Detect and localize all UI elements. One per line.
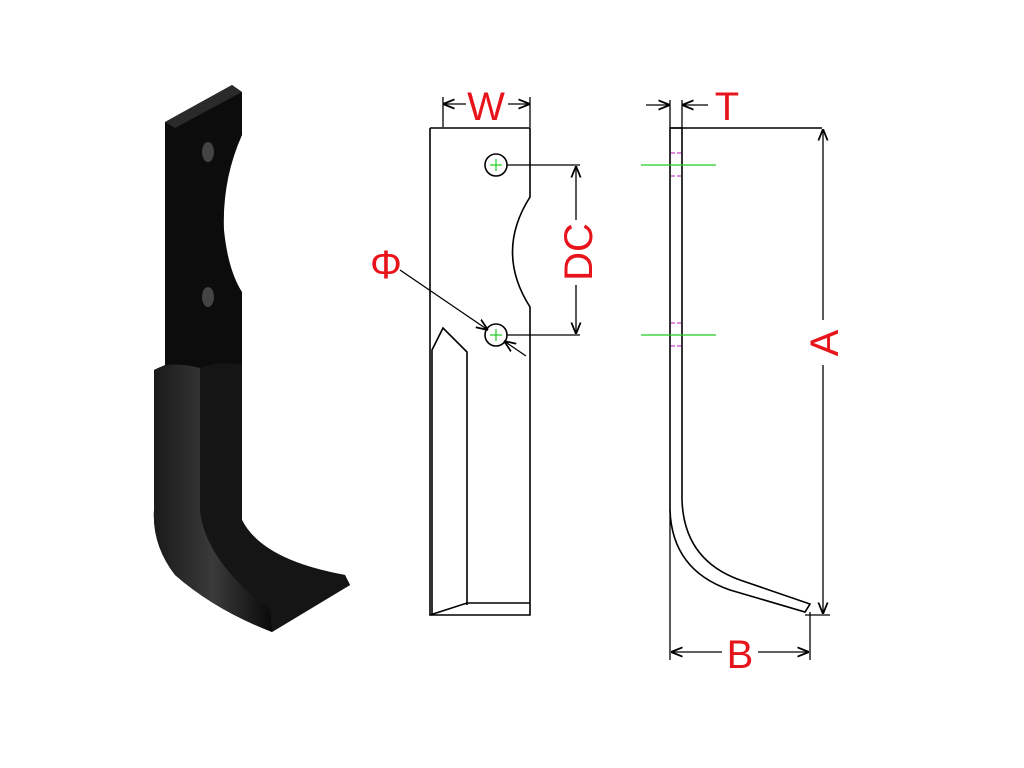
blade-side-view: T A B <box>641 85 847 677</box>
blade-front-view: W DC Φ <box>370 85 601 616</box>
thickness-label: T <box>715 85 739 129</box>
mounting-hole-icon <box>202 142 214 162</box>
mounting-hole-icon <box>202 287 214 307</box>
width-label: W <box>467 85 505 129</box>
blade-3d-view <box>153 85 350 632</box>
bend-label: B <box>727 633 754 677</box>
hole-diameter-label: Φ <box>370 243 402 287</box>
hole-distance-label: DC <box>557 223 601 281</box>
length-label: A <box>803 329 847 356</box>
